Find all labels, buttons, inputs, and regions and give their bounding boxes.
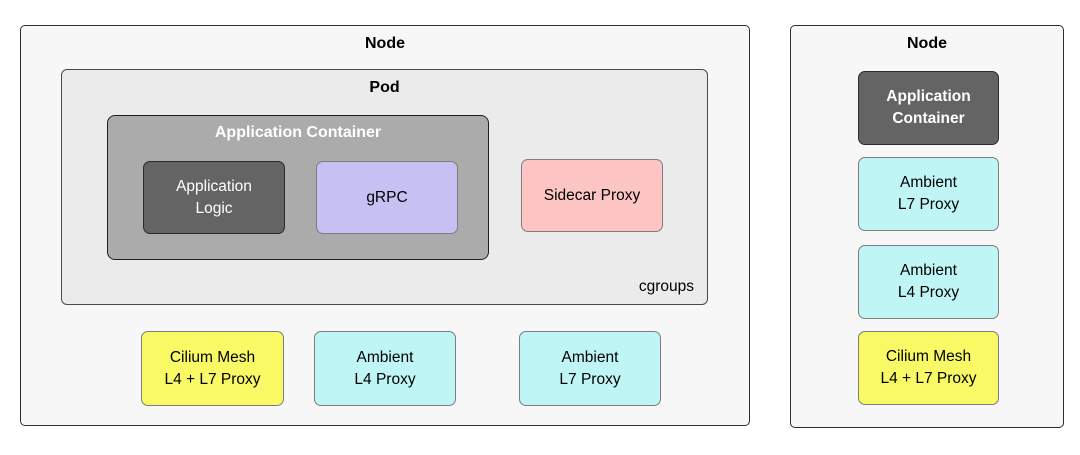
- right-node-box: Node Application Container Ambient L7 Pr…: [790, 25, 1064, 428]
- ambient-l7-proxy-box: Ambient L7 Proxy: [858, 157, 999, 231]
- left-node-box: Node Pod Application Container Applicati…: [20, 25, 750, 426]
- application-logic-box: Application Logic: [143, 161, 285, 234]
- ambient-l4-proxy-box: Ambient L4 Proxy: [858, 245, 999, 319]
- ambient-l4-proxy-box: Ambient L4 Proxy: [314, 331, 456, 406]
- pod-box: Pod Application Container Application Lo…: [61, 69, 708, 305]
- cilium-mesh-proxy-box: Cilium Mesh L4 + L7 Proxy: [141, 331, 284, 406]
- sidecar-proxy-box: Sidecar Proxy: [521, 159, 663, 232]
- grpc-box: gRPC: [316, 161, 458, 234]
- right-node-title: Node: [907, 35, 947, 52]
- cilium-mesh-proxy-box: Cilium Mesh L4 + L7 Proxy: [858, 331, 999, 405]
- application-container-box: Application Container Application Logic …: [107, 115, 489, 260]
- cgroups-label: cgroups: [638, 278, 694, 295]
- pod-title: Pod: [369, 79, 400, 96]
- application-container-title: Application Container: [214, 124, 382, 141]
- application-container-box: Application Container: [858, 71, 999, 145]
- ambient-l7-proxy-box: Ambient L7 Proxy: [519, 331, 661, 406]
- left-node-title: Node: [365, 35, 405, 52]
